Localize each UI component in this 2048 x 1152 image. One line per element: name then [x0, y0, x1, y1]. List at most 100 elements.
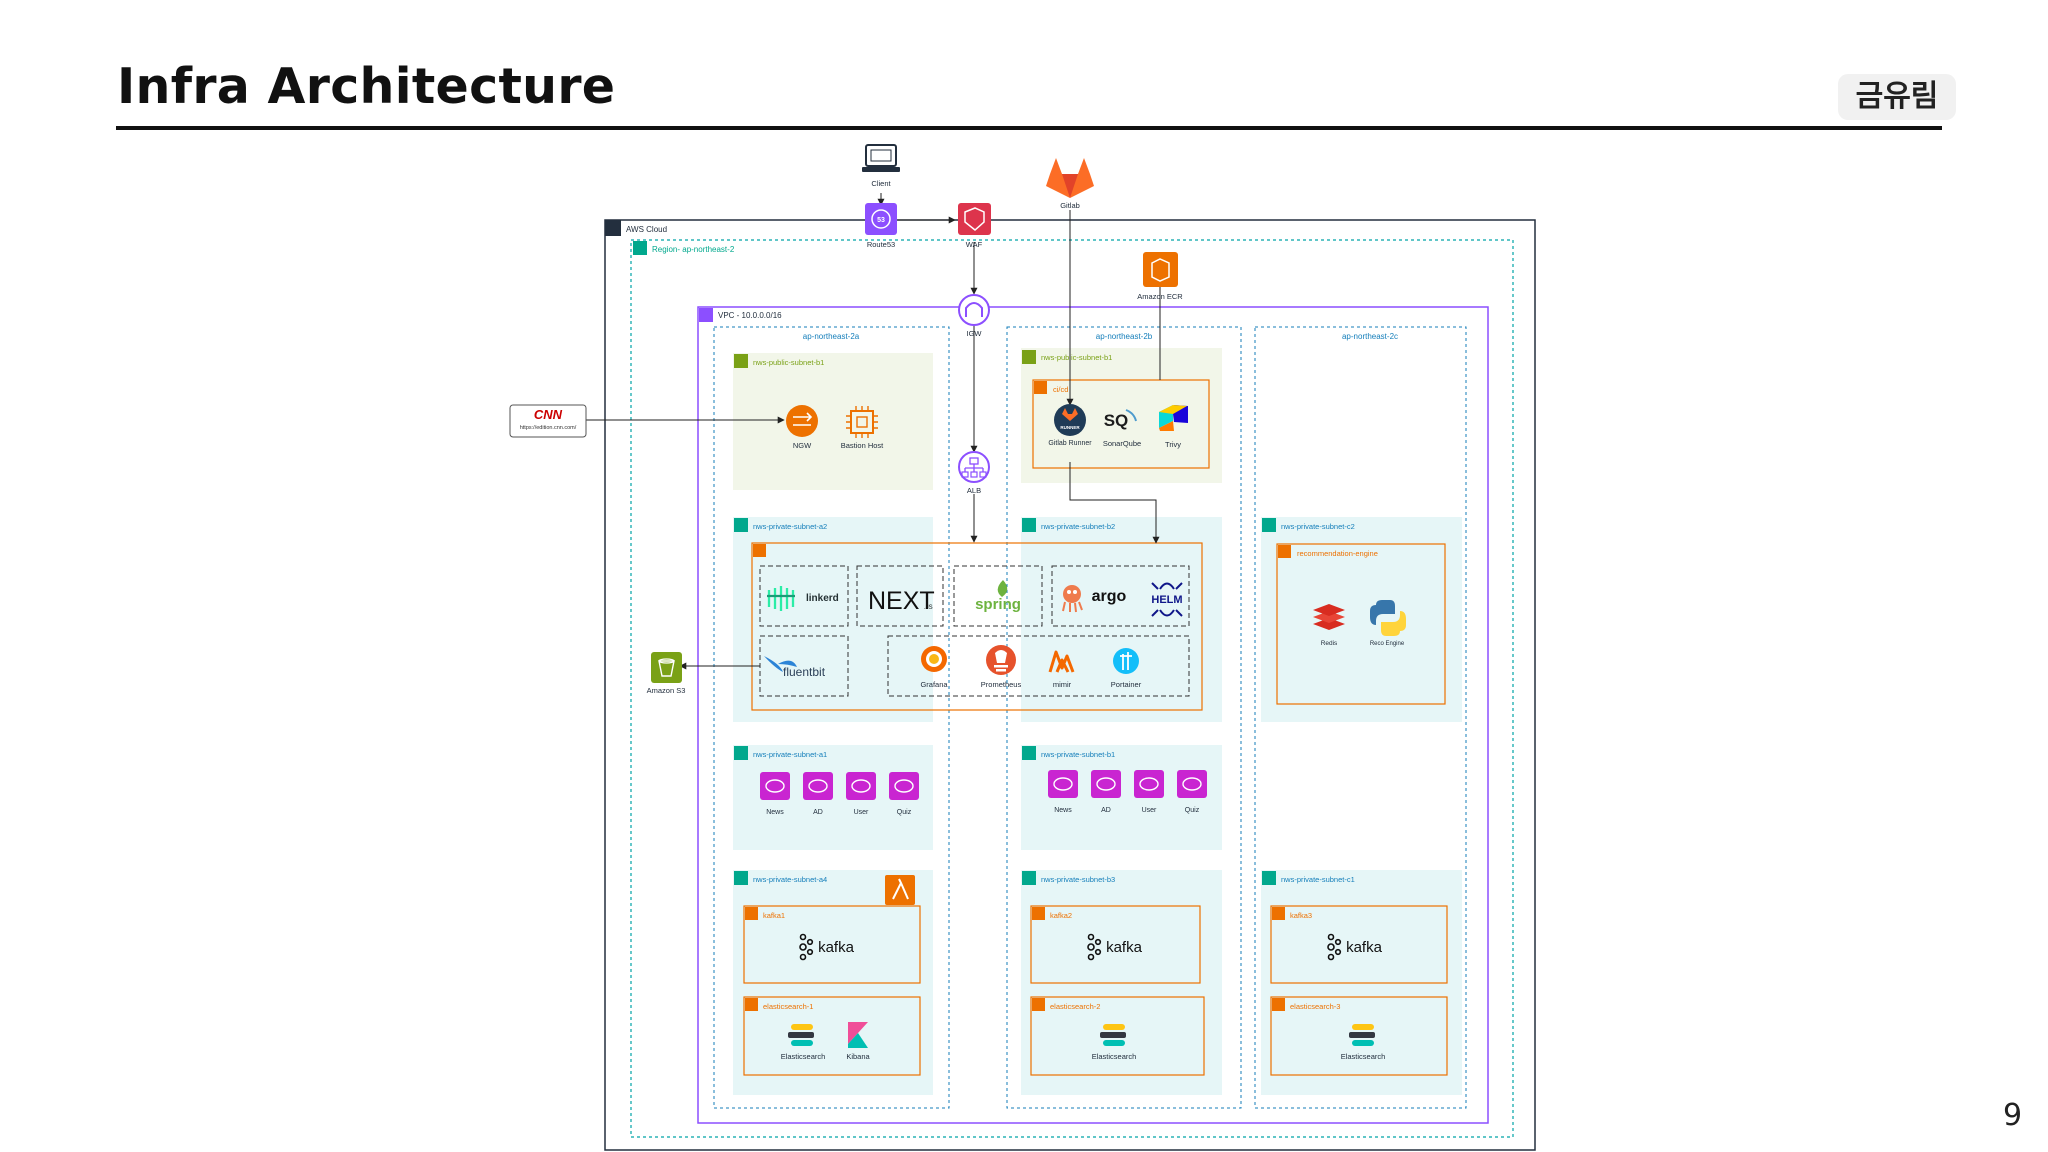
- kafka2-group: kafka2: [1030, 905, 1201, 984]
- fluentbit-bird-icon: [764, 656, 797, 672]
- client-label: Client: [871, 179, 891, 188]
- linkerd-icon: [767, 586, 795, 611]
- kafka2-node-label: kafka: [1106, 939, 1143, 956]
- elasticsearch-3-node: Elasticsearch: [1341, 1024, 1386, 1061]
- recommendation-engine-group: recommendation-engine: [1276, 543, 1446, 705]
- grafana-node: Grafana: [920, 646, 948, 689]
- es2-node-label: Elasticsearch: [1092, 1052, 1137, 1061]
- linkerd-node: linkerd: [767, 586, 839, 611]
- ec2-chip-icon: [846, 406, 878, 438]
- aws-cloud-label: AWS Cloud: [626, 225, 667, 234]
- portainer-icon: [1113, 648, 1139, 674]
- kafka1-group: kafka1: [743, 905, 921, 984]
- helm-label: HELM: [1151, 594, 1182, 606]
- private-subnet-b2-label: nws-private-subnet-b2: [1041, 522, 1115, 531]
- ec2-instance-icon: [1177, 770, 1207, 798]
- prometheus-node: Prometheus: [981, 645, 1022, 689]
- gitlab-runner-label: Gitlab Runner: [1048, 440, 1092, 447]
- kafka3-node-label: kafka: [1346, 939, 1383, 956]
- public-subnet-a-label: nws-public-subnet-b1: [753, 358, 824, 367]
- service-label: News: [766, 809, 784, 816]
- svg-text:53: 53: [877, 217, 885, 224]
- kibana-icon: [848, 1022, 868, 1048]
- prometheus-label: Prometheus: [981, 680, 1022, 689]
- service-node: News: [760, 772, 790, 816]
- helm-node: HELM: [1151, 582, 1183, 617]
- service-label: User: [854, 809, 869, 816]
- nextjs-node: NEXT .JS: [868, 587, 935, 615]
- vpc-label: VPC - 10.0.0.0/16: [718, 311, 782, 320]
- region-container: Region- ap-northeast-2: [630, 239, 1514, 1138]
- mimir-node: mimir: [1048, 650, 1075, 689]
- sonarqube-node: SQ SonarQube: [1103, 409, 1141, 448]
- elasticsearch-1-group: elasticsearch-1: [743, 996, 921, 1076]
- connectors: [586, 193, 1164, 670]
- mimir-label: mimir: [1053, 680, 1072, 689]
- kafka2-node: kafka: [1087, 933, 1143, 961]
- mimir-icon: [1048, 650, 1075, 673]
- az-2c-label: ap-northeast-2c: [1342, 332, 1398, 341]
- argo-node: argo: [1062, 585, 1127, 613]
- az-2a-label: ap-northeast-2a: [803, 332, 860, 341]
- public-subnet-b: nws-public-subnet-b1: [1021, 348, 1222, 483]
- linkerd-label: linkerd: [806, 593, 839, 604]
- author-badge: 금유림: [1838, 74, 1956, 120]
- public-subnet-a: nws-public-subnet-b1: [733, 353, 933, 490]
- elasticsearch-icon: [1100, 1024, 1126, 1046]
- trivy-label: Trivy: [1165, 440, 1181, 449]
- igw-label: IGW: [967, 329, 983, 338]
- az-2a: ap-northeast-2a: [713, 326, 950, 1109]
- ecr-icon: [1143, 252, 1178, 287]
- private-subnet-c2: nws-private-subnet-c2: [1261, 517, 1462, 722]
- fluentbit-node: fluentbit: [764, 656, 826, 679]
- cicd-label: ci/cd: [1053, 385, 1068, 394]
- route53-label: Route53: [867, 240, 895, 249]
- private-subnet-c2-label: nws-private-subnet-c2: [1281, 522, 1355, 531]
- alb-node: ALB: [958, 451, 990, 495]
- redis-label: Redis: [1321, 640, 1338, 647]
- es1-label: elasticsearch-1: [763, 1002, 813, 1011]
- fluentbit-label: fluentbit: [783, 665, 826, 679]
- elasticsearch-2-node: Elasticsearch: [1092, 1024, 1137, 1061]
- reco-engine-label: Reco Engine: [1370, 641, 1405, 647]
- route53-node: 53 Route53: [865, 203, 897, 249]
- es2-label: elasticsearch-2: [1050, 1002, 1100, 1011]
- elasticsearch-2-group: elasticsearch-2: [1030, 996, 1205, 1076]
- service-node: User: [1134, 770, 1164, 814]
- sonarqube-label: SonarQube: [1103, 439, 1141, 448]
- s3-node: Amazon S3: [647, 652, 685, 695]
- python-icon: [1370, 600, 1406, 636]
- kafka3-group: kafka3: [1270, 905, 1448, 984]
- client-node: Client: [862, 144, 900, 188]
- az-2b-label: ap-northeast-2b: [1096, 332, 1153, 341]
- igw-node: IGW: [958, 294, 990, 338]
- ec2-instance-icon: [889, 772, 919, 800]
- az-2b: ap-northeast-2b: [1006, 326, 1242, 1109]
- s3-icon: [651, 652, 682, 683]
- kafka1-node-label: kafka: [818, 939, 855, 956]
- slide-title: Infra Architecture: [117, 58, 616, 115]
- redis-icon: [1313, 604, 1345, 630]
- client-icon: [862, 144, 900, 172]
- kafka3-node: kafka: [1327, 933, 1383, 961]
- cnn-url-label: https://edition.cnn.com/: [520, 425, 577, 431]
- private-subnet-b3-label: nws-private-subnet-b3: [1041, 875, 1115, 884]
- portainer-node: Portainer: [1111, 648, 1142, 689]
- kafka2-label: kafka2: [1050, 911, 1072, 920]
- service-node: User: [846, 772, 876, 816]
- helm-wheel-icon: [1151, 582, 1183, 617]
- private-subnet-b2: nws-private-subnet-b2: [1021, 517, 1222, 722]
- spring-node: spring: [975, 580, 1021, 613]
- service-node: Quiz: [889, 772, 919, 816]
- es3-label: elasticsearch-3: [1290, 1002, 1340, 1011]
- cnn-node: CNN https://edition.cnn.com/: [509, 404, 587, 438]
- kafka-icon: [1087, 933, 1102, 961]
- kibana-label: Kibana: [846, 1052, 870, 1061]
- bastion-node: Bastion Host: [841, 406, 884, 450]
- cicd-group: ci/cd: [1032, 379, 1210, 469]
- bastion-label: Bastion Host: [841, 441, 884, 450]
- service-node: AD: [1091, 770, 1121, 814]
- es3-node-label: Elasticsearch: [1341, 1052, 1386, 1061]
- az-2c: ap-northeast-2c: [1254, 326, 1467, 1109]
